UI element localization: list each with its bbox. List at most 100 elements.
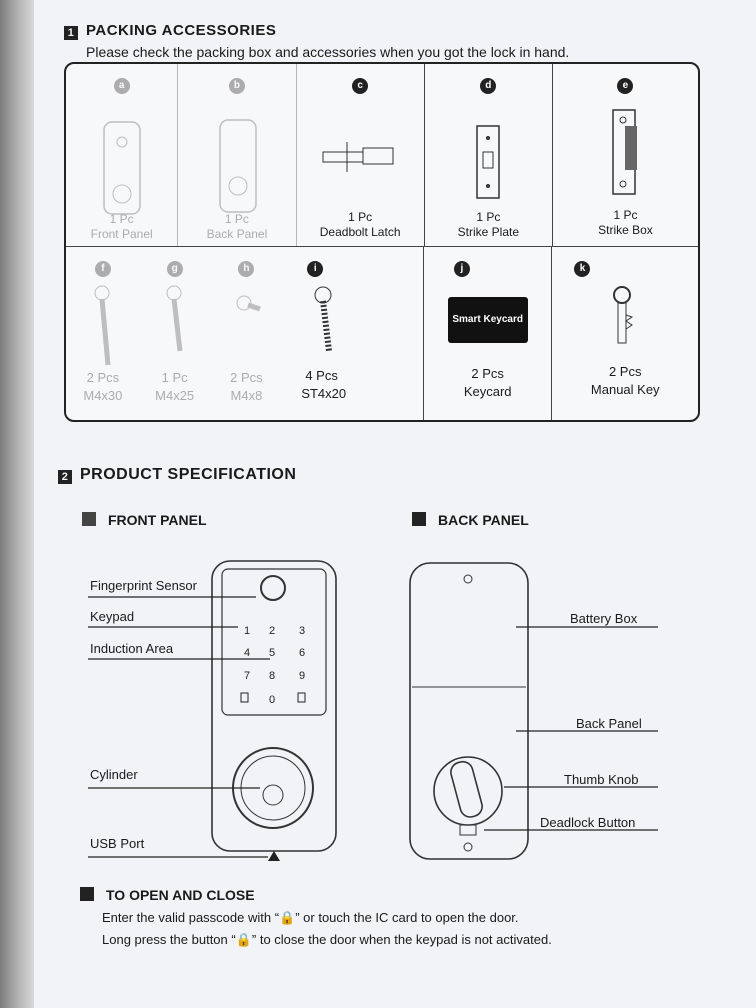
section-title: PRODUCT SPECIFICATION: [80, 466, 297, 483]
item-qty: 1 Pc: [161, 370, 188, 385]
item-name: M4x8: [230, 388, 263, 403]
heading-text: BACK PANEL: [438, 512, 529, 528]
label-cylinder: Cylinder: [90, 767, 138, 782]
open-instruction: Enter the valid passcode with “🔒” or tou…: [102, 910, 519, 925]
item-name: Strike Box: [598, 223, 653, 237]
accessories-row-2: f 2 Pcs M4x30 g 1 Pc M4x25 h 2 Pcs M4x8 …: [66, 247, 698, 420]
key-0: 0: [269, 694, 275, 706]
back-panel-illustration: [178, 102, 295, 222]
open-close-heading: TO OPEN AND CLOSE: [80, 887, 255, 903]
heading-text: TO OPEN AND CLOSE: [106, 887, 255, 903]
section-1-heading: 1 PACKING ACCESSORIES: [64, 22, 276, 40]
unlock-icon: [297, 692, 306, 703]
label-thumb-knob: Thumb Knob: [564, 772, 639, 787]
section-title: PACKING ACCESSORIES: [86, 22, 277, 39]
screw-icon: [140, 285, 210, 405]
keycard-illustration: Smart Keycard: [447, 297, 528, 343]
screw-icon: [283, 285, 423, 405]
item-qty: 2 Pcs: [86, 370, 120, 385]
item-badge: c: [352, 78, 369, 94]
square-bullet-icon: [412, 512, 426, 526]
heading-text: FRONT PANEL: [108, 512, 207, 528]
section-number-badge: 2: [58, 470, 72, 484]
accessories-row-1: a 1 Pc Front Panel b 1 Pc Back Panel c 1…: [66, 64, 698, 247]
key-3: 3: [299, 625, 305, 637]
accessory-strike-box: e 1 Pc Strike Box: [553, 64, 698, 246]
back-panel-heading: BACK PANEL: [412, 512, 529, 528]
accessory-strike-plate: d 1 Pc Strike Plate: [425, 64, 553, 246]
label-battery-box: Battery Box: [570, 611, 638, 626]
item-badge: j: [453, 261, 470, 277]
deadbolt-latch-illustration: [297, 102, 424, 222]
item-name: Keycard: [463, 384, 512, 399]
item-name: M4x30: [83, 388, 123, 403]
item-badge: g: [166, 261, 183, 277]
label-induction-area: Induction Area: [90, 641, 174, 656]
item-badge: k: [574, 261, 591, 277]
front-panel-diagram: 1 2 3 4 5 6 7 8 9 0: [88, 560, 337, 861]
section-1-subtitle: Please check the packing box and accesso…: [86, 44, 570, 60]
item-qty: 1 Pc: [109, 212, 134, 226]
item-badge: h: [238, 261, 255, 277]
label-keypad: Keypad: [90, 609, 135, 624]
lock-icon: [240, 692, 249, 703]
key-icon: [552, 285, 698, 405]
label-back-panel: Back Panel: [576, 716, 642, 731]
accessory-screw-st4x20: i 4 Pcs ST4x20: [283, 247, 424, 420]
item-badge: b: [228, 78, 245, 94]
key-7: 7: [244, 670, 250, 682]
item-name: M4x25: [155, 388, 195, 403]
key-8: 8: [269, 670, 275, 682]
item-qty: 1 Pc: [613, 208, 638, 222]
accessories-table: a 1 Pc Front Panel b 1 Pc Back Panel c 1…: [64, 62, 700, 422]
strike-box-illustration: [553, 102, 698, 222]
item-qty: 4 Pcs: [305, 368, 338, 383]
square-bullet-icon: [80, 887, 94, 901]
item-qty: 1 Pc: [348, 210, 373, 224]
item-badge: f: [94, 261, 111, 277]
item-name: Back Panel: [206, 227, 268, 241]
screw-icon: [210, 285, 284, 405]
key-4: 4: [244, 647, 250, 659]
accessory-manual-key: k 2 Pcs Manual Key: [552, 247, 698, 420]
accessory-screw-m4x8: h 2 Pcs M4x8: [210, 247, 284, 420]
item-qty: 2 Pcs: [230, 370, 263, 385]
item-badge: e: [617, 78, 634, 94]
label-fingerprint-sensor: Fingerprint Sensor: [90, 578, 197, 593]
item-badge: d: [480, 78, 497, 94]
accessory-screw-m4x25: g 1 Pc M4x25: [140, 247, 210, 420]
back-panel-diagram: [409, 562, 658, 860]
accessory-back-panel: b 1 Pc Back Panel: [178, 64, 297, 246]
section-number-badge: 1: [64, 26, 78, 40]
item-badge: a: [113, 78, 130, 94]
key-6: 6: [299, 647, 305, 659]
item-badge: i: [307, 261, 324, 277]
item-name: Front Panel: [90, 227, 153, 241]
item-name: Deadbolt Latch: [319, 225, 401, 239]
item-name: Manual Key: [590, 382, 660, 397]
item-name: ST4x20: [301, 386, 347, 401]
strike-plate-illustration: [425, 102, 552, 222]
front-panel-illustration: [66, 102, 177, 222]
page-shadow: [0, 0, 34, 1008]
key-9: 9: [299, 670, 305, 682]
item-qty: 2 Pcs: [471, 366, 504, 381]
section-2-heading: 2 PRODUCT SPECIFICATION: [58, 466, 296, 484]
close-instruction: Long press the button “🔒” to close the d…: [102, 932, 552, 947]
accessory-keycard: j Smart Keycard 2 Pcs Keycard: [424, 247, 553, 420]
accessory-deadbolt-latch: c 1 Pc Deadbolt Latch: [297, 64, 425, 246]
front-panel-heading: FRONT PANEL: [82, 512, 207, 528]
screw-icon: [66, 285, 140, 405]
label-deadlock-button: Deadlock Button: [540, 815, 636, 830]
key-2: 2: [269, 625, 275, 637]
key-5: 5: [269, 647, 275, 659]
item-qty: 2 Pcs: [608, 364, 642, 379]
square-bullet-icon: [82, 512, 96, 526]
item-qty: 1 Pc: [224, 212, 249, 226]
item-qty: 1 Pc: [476, 210, 501, 224]
accessory-front-panel: a 1 Pc Front Panel: [66, 64, 179, 246]
accessory-screw-m4x30: f 2 Pcs M4x30: [66, 247, 140, 420]
item-name: Strike Plate: [457, 225, 519, 239]
label-usb-port: USB Port: [90, 836, 145, 851]
key-1: 1: [244, 625, 250, 637]
